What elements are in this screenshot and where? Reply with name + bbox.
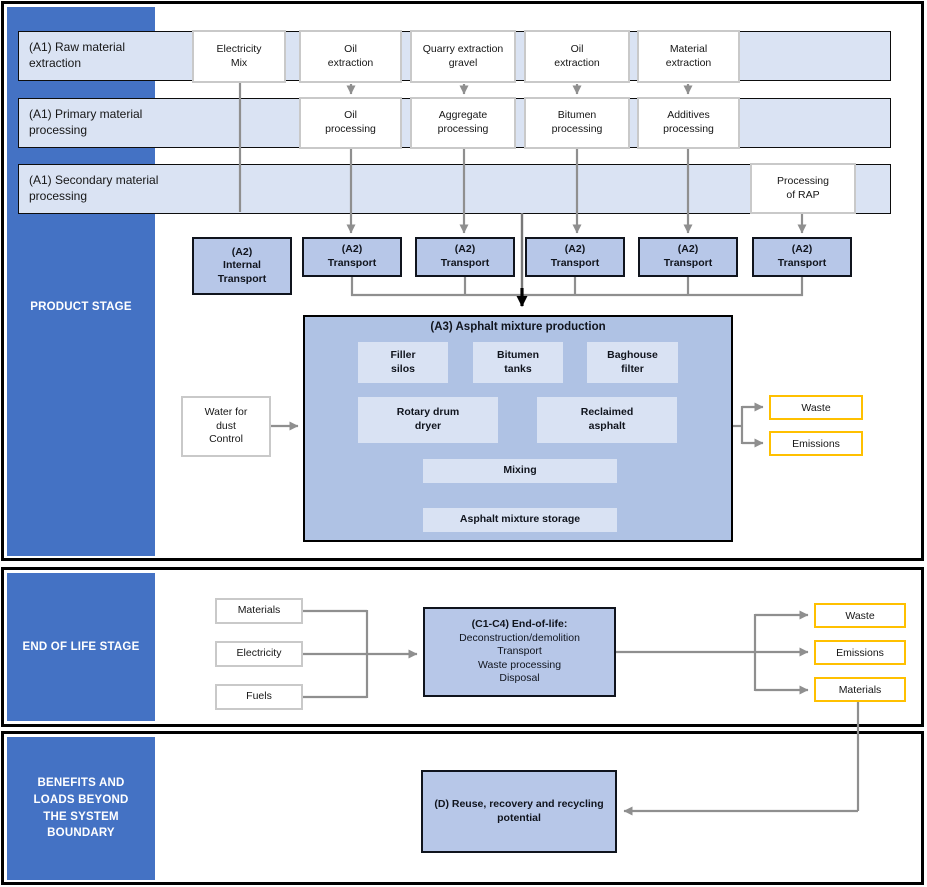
d-reuse-recovery-recycling-box: (D) Reuse, recovery and recycling potent… [421,770,617,853]
extraction-box-material: Material extraction [637,30,740,83]
c1-c4-lines: Deconstruction/demolition Transport Wast… [459,631,580,685]
product-emissions-output-box: Emissions [769,431,863,456]
processing-box-bitumen: Bitumen processing [524,97,630,149]
a3-unit-bitumen-tanks: Bitumen tanks [473,342,563,383]
eol-materials-output-box: Materials [814,677,906,702]
a3-unit-rotary-drum-dryer: Rotary drum dryer [358,397,498,443]
a3-unit-reclaimed-asphalt: Reclaimed asphalt [537,397,677,443]
a3-unit-asphalt-mixture-storage: Asphalt mixture storage [423,508,617,532]
a3-unit-baghouse-filter: Baghouse filter [587,342,678,383]
end-of-life-sidebar-label: END OF LIFE STAGE [22,640,140,653]
c1-c4-end-of-life-box: (C1-C4) End-of-life: Deconstruction/demo… [423,607,616,697]
transport-box: (A2) Transport [638,237,738,277]
transport-box: (A2) Transport [415,237,515,277]
extraction-box-oil-2: Oil extraction [524,30,630,83]
row-label: (A1) Primary material processing [29,107,143,137]
extraction-box-quarry-gravel: Quarry extraction gravel [410,30,516,83]
end-of-life-sidebar: END OF LIFE STAGE [7,573,155,721]
product-stage-sidebar-label: PRODUCT STAGE [30,301,132,313]
water-for-dust-control-box: Water for dust Control [181,396,271,457]
product-waste-output-box: Waste [769,395,863,420]
transport-box: (A2) Transport [525,237,625,277]
eol-input-materials-box: Materials [215,598,303,624]
c1-c4-title: (C1-C4) End-of-life: [471,617,568,630]
eol-input-electricity-box: Electricity [215,641,303,667]
processing-box-rap: Processing of RAP [750,163,856,214]
processing-box-aggregate: Aggregate processing [410,97,516,149]
transport-box: (A2) Transport [752,237,852,277]
extraction-box-electricity-mix: Electricity Mix [192,30,286,83]
eol-waste-output-box: Waste [814,603,906,628]
transport-box-internal: (A2) Internal Transport [192,237,292,295]
benefits-sidebar-label: BENEFITS AND LOADS BEYOND THE SYSTEM BOU… [33,777,129,840]
processing-box-additives: Additives processing [637,97,740,149]
transport-box: (A2) Transport [302,237,402,277]
a3-unit-filler-silos: Filler silos [358,342,448,383]
row-label: (A1) Secondary material processing [29,173,159,203]
extraction-box-oil: Oil extraction [299,30,402,83]
eol-input-fuels-box: Fuels [215,684,303,710]
eol-emissions-output-box: Emissions [814,640,906,665]
a3-title: (A3) Asphalt mixture production [430,321,606,333]
a3-unit-mixing: Mixing [423,459,617,483]
benefits-sidebar: BENEFITS AND LOADS BEYOND THE SYSTEM BOU… [7,737,155,880]
processing-box-oil: Oil processing [299,97,402,149]
row-label: (A1) Raw material extraction [29,40,126,70]
row-band-secondary-material-processing: (A1) Secondary material processing [18,164,891,214]
